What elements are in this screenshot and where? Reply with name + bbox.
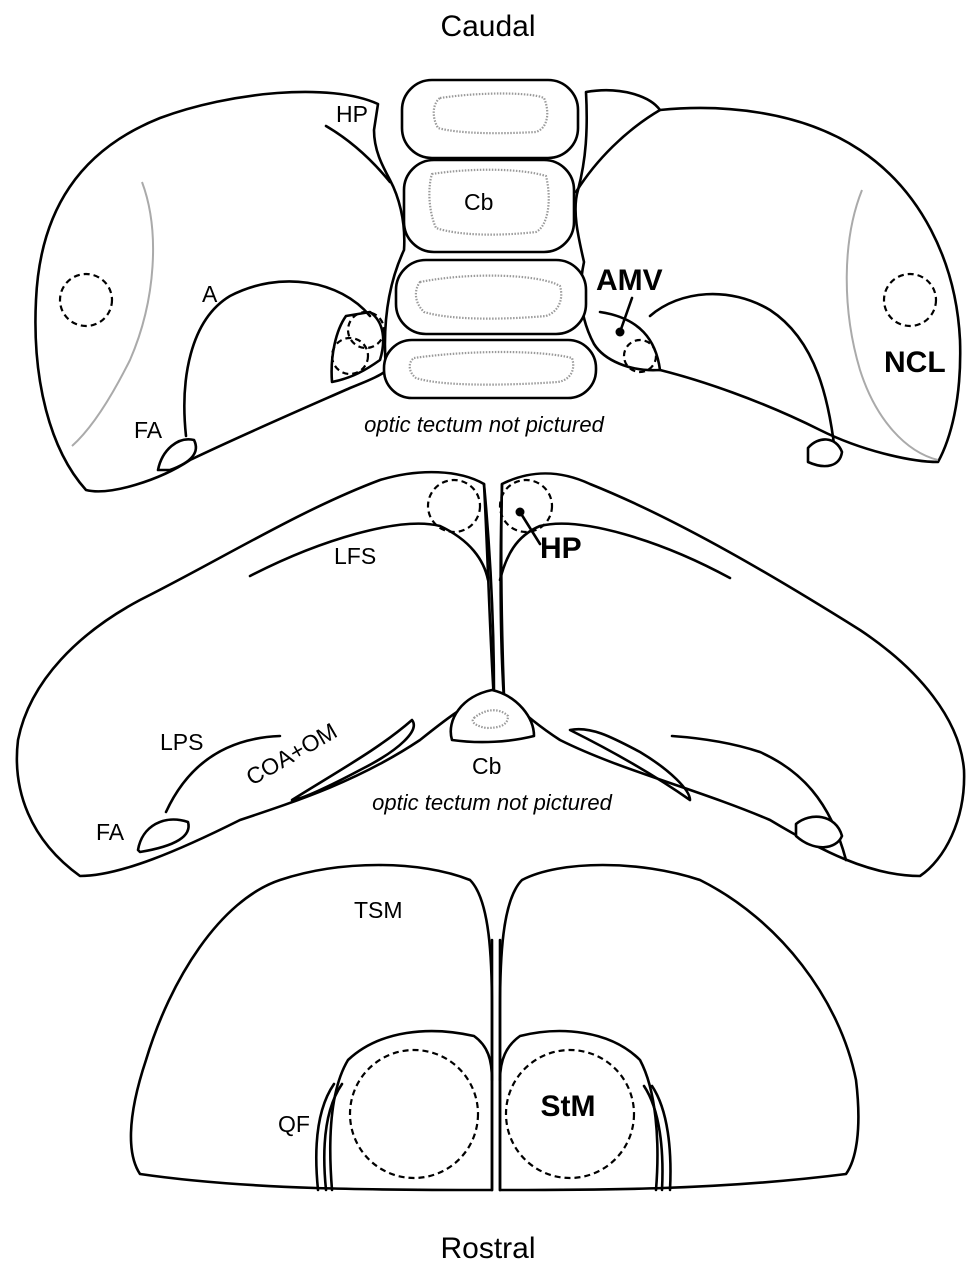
middle-left-hp-circle [428,480,480,532]
caudal-left-hemisphere [35,92,404,491]
middle-right-fa [796,817,842,848]
rostral-label: Rostral [440,1232,535,1265]
caudal-left-amv-circle-a [348,312,384,348]
caudal-cb-lobe-4 [384,340,596,398]
middle-lps-label: LPS [160,729,203,755]
caudal-right-ncl-circle [884,274,936,326]
caudal-left-amv-circle-b [332,338,368,374]
rostral-midline [492,940,500,1190]
caudal-note: optic tectum not pictured [364,412,604,437]
caudal-hp-label: HP [336,101,368,127]
caudal-label: Caudal [440,10,535,43]
middle-cb [451,690,534,742]
caudal-fa-label: FA [134,417,163,443]
rostral-right-hemisphere [500,865,858,1190]
caudal-cb-lobe-1 [402,80,578,158]
middle-lfs-label: LFS [334,543,376,569]
middle-cb-label: Cb [472,753,501,779]
middle-fa-label: FA [96,819,125,845]
rostral-section: TSM QF StM [131,865,858,1190]
caudal-left-grey-band [72,182,153,446]
caudal-amv-pointer-line [620,298,632,332]
middle-right-hp-circle [500,480,552,532]
caudal-left-fa [158,439,196,470]
caudal-cb-lobe-3 [396,260,586,334]
rostral-left-hemisphere [131,865,492,1190]
rostral-left-stm-circle [350,1050,478,1178]
rostral-qf-label: QF [278,1111,310,1137]
caudal-amv-label: AMV [596,264,663,297]
caudal-right-hp-boundary [576,110,660,192]
caudal-ncl-label: NCL [884,346,946,379]
caudal-left-hp-boundary [326,126,390,182]
middle-section: LFS HP LPS COA+OM Cb FA optic tectum not… [17,472,964,876]
caudal-a-label: A [202,281,218,307]
caudal-section: HP Cb A FA AMV NCL optic tectum not pict… [35,80,960,491]
rostral-stm-label: StM [541,1090,596,1123]
caudal-right-fa [808,439,842,466]
rostral-left-striatum [330,1031,492,1190]
caudal-cb-label: Cb [464,189,493,215]
middle-note: optic tectum not pictured [372,790,612,815]
caudal-left-ncl-circle [60,274,112,326]
caudal-right-a-region [650,294,836,462]
rostral-tsm-label: TSM [354,897,403,923]
middle-right-lfs [500,524,730,580]
middle-hp-label: HP [540,532,582,565]
middle-left-hemisphere [17,472,494,876]
caudal-right-grey-band [847,190,938,460]
caudal-right-inner-line [600,312,660,370]
